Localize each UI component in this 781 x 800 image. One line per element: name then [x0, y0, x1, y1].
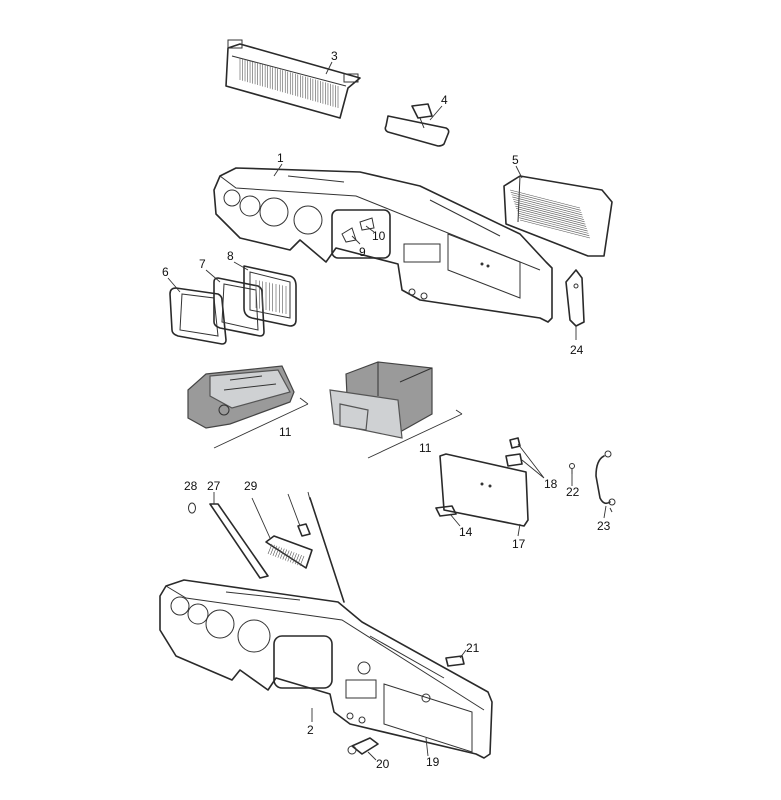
- hatch-line: [513, 198, 584, 218]
- hatch-line: [516, 210, 587, 230]
- hatch-line: [510, 192, 581, 211]
- hatch-line: [518, 215, 589, 234]
- hatch-line: [299, 555, 305, 567]
- hatch-line: [515, 205, 586, 225]
- hatch-line: [517, 212, 588, 232]
- hatch-line: [267, 543, 273, 555]
- hatch-line: [519, 219, 591, 239]
- hatch-line: [512, 196, 583, 216]
- part-11-glove-box-tray-left: [187, 365, 309, 449]
- callout-14: 14: [459, 525, 473, 539]
- hatch-line: [509, 189, 581, 209]
- part-21-clip: [445, 655, 465, 667]
- callout-5: 5: [512, 153, 519, 167]
- callout-23: 23: [597, 519, 611, 533]
- callout-7: 7: [199, 257, 206, 271]
- callout-6: 6: [162, 265, 169, 279]
- callout-22: 22: [566, 485, 580, 499]
- callout-9: 9: [359, 245, 366, 259]
- part-26-grommet: [188, 502, 196, 514]
- callout-2: 2: [307, 723, 314, 737]
- hatch-line: [280, 548, 285, 559]
- part-18-hinges: [505, 437, 523, 467]
- callout-26: 28: [184, 479, 198, 493]
- hatch-line: [297, 554, 302, 566]
- hatch-line: [519, 217, 590, 236]
- callout-11-right: 11: [419, 441, 432, 455]
- part-24-side-bracket: [565, 269, 585, 327]
- hatch-line: [514, 203, 585, 223]
- hatch-line: [292, 553, 297, 564]
- part-25-trim-strip: [209, 503, 269, 579]
- part-1-dashboard-upper: [213, 167, 553, 323]
- part-14-catch: [435, 505, 457, 517]
- callout-8: 8: [227, 249, 234, 263]
- callout-20: 20: [376, 757, 390, 771]
- callout-1: 1: [277, 151, 284, 165]
- hatch-line: [516, 208, 587, 227]
- hatch-line: [513, 201, 584, 220]
- part-6-frame: [169, 287, 227, 345]
- hatch-line: [272, 545, 278, 556]
- part-20-knob: [347, 737, 379, 755]
- callout-21: 21: [466, 641, 480, 655]
- part-22-screw: [569, 463, 575, 474]
- part-4-rear-view-mirror: [384, 103, 450, 147]
- callout-27: 29: [244, 479, 258, 493]
- part-7-frame: [213, 277, 265, 337]
- hatch-line: [287, 551, 292, 562]
- callout-24: 24: [570, 343, 584, 357]
- callout-11-left: 11: [279, 425, 292, 439]
- part-23-grab-handle: [595, 450, 616, 513]
- part-28-switch: [297, 523, 311, 537]
- part-3-sun-visor: [225, 39, 361, 119]
- part-5-cover-box: [503, 175, 613, 257]
- hatch-line: [511, 194, 582, 213]
- hatch-line: [284, 550, 290, 561]
- callout-labels: 3 4 1 5 6 7 8 9 10 24 11 11 18 22 23 14 …: [162, 49, 611, 771]
- part-29-rod: [309, 497, 345, 603]
- hatch-line: [282, 549, 288, 560]
- callout-4: 4: [441, 93, 448, 107]
- callout-19: 19: [426, 755, 440, 769]
- leader-lines: [167, 61, 607, 761]
- callout-10: 10: [372, 229, 386, 243]
- hatch-line: [275, 546, 280, 557]
- hatch-line: [289, 552, 295, 563]
- callout-17: 17: [512, 537, 526, 551]
- callout-25: 27: [207, 479, 221, 493]
- callout-18: 18: [544, 477, 558, 491]
- part-27-panel: [251, 497, 313, 569]
- hatch-line: [270, 544, 275, 556]
- part-8-instrument-panel: [243, 265, 297, 327]
- hatch-line: [294, 554, 300, 565]
- part-2-dashboard-lower: [159, 579, 493, 759]
- callout-3: 3: [331, 49, 338, 63]
- part-11-drawer-unit-right: [329, 361, 463, 459]
- part-17-glove-box-lid: [439, 453, 529, 527]
- hatch-line: [277, 547, 283, 558]
